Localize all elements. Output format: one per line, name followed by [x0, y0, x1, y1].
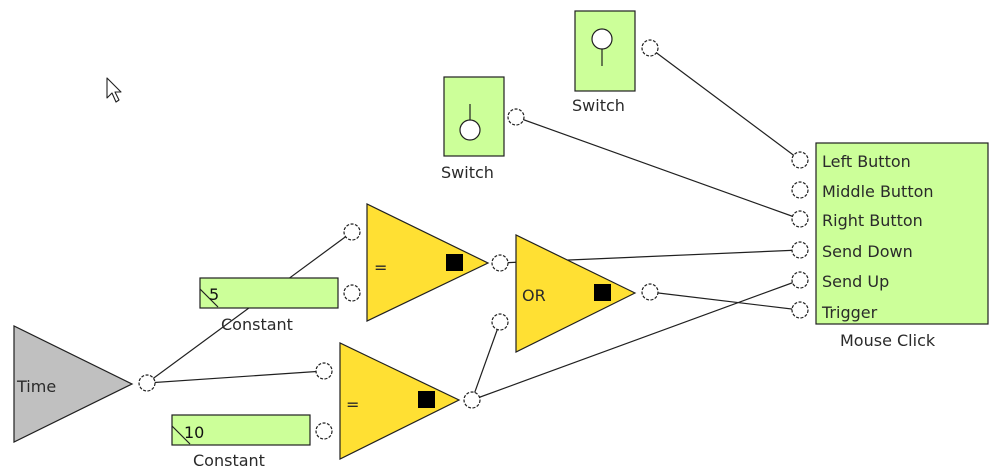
or-gate[interactable]: OR [491, 234, 659, 353]
port-label-send-down: Send Down [822, 242, 913, 261]
switch-left-output-port[interactable] [507, 108, 525, 126]
equal-bottom-input-a-port[interactable] [315, 362, 333, 380]
equal-top-input-b-port[interactable] [343, 284, 361, 302]
constant-5-value: 5 [209, 285, 219, 304]
time-label: Time [16, 377, 56, 396]
port-left-button[interactable] [791, 151, 809, 169]
or-gate-indicator [594, 284, 611, 301]
port-trigger[interactable] [791, 301, 809, 319]
time-output-port[interactable] [138, 374, 156, 392]
port-label-trigger: Trigger [821, 303, 878, 322]
time-block[interactable]: Time [13, 325, 156, 443]
port-send-up[interactable] [791, 271, 809, 289]
switch-top-label: Switch [572, 96, 625, 115]
mouse-pointer-icon [106, 77, 122, 103]
mouse-click-label: Mouse Click [840, 331, 936, 350]
wire-equal-bottom-to-or [471, 321, 501, 401]
port-label-left-button: Left Button [822, 152, 911, 171]
switch-top-output-port[interactable] [641, 39, 659, 57]
constant-5-label: Constant [221, 315, 293, 334]
switch-up-icon [591, 28, 613, 50]
constant-corner-mark [199, 288, 219, 308]
port-label-right-button: Right Button [822, 211, 923, 230]
wire-switch-left-to-right-button [515, 116, 801, 220]
equal-bottom-indicator [418, 391, 435, 408]
port-right-button[interactable] [791, 210, 809, 228]
or-input-a-port[interactable] [491, 313, 509, 331]
constant-10-block[interactable]: 10 Constant [171, 414, 311, 470]
equal-bottom-gate[interactable]: = [315, 342, 481, 460]
mouse-click-block[interactable]: Left Button Middle Button Right Button S… [791, 142, 989, 350]
port-label-middle-button: Middle Button [822, 182, 934, 201]
port-middle-button[interactable] [791, 181, 809, 199]
wire-equal-bottom-to-send-up [471, 279, 801, 401]
port-label-send-up: Send Up [822, 272, 889, 291]
wire-time-to-equal-bottom [146, 370, 325, 384]
constant-corner-mark [171, 425, 191, 445]
equal-top-input-a-port[interactable] [343, 223, 361, 241]
equal-bottom-output-port[interactable] [463, 391, 481, 409]
equal-top-symbol: = [374, 258, 387, 277]
equal-bottom-input-b-port[interactable] [315, 422, 333, 440]
port-send-down[interactable] [791, 241, 809, 259]
constant-10-label: Constant [193, 451, 265, 470]
switch-left-block[interactable]: Switch [441, 76, 525, 182]
switch-top-block[interactable]: Switch [572, 10, 659, 115]
constant-5-block[interactable]: 5 Constant [199, 277, 339, 334]
wire-or-to-trigger [649, 291, 801, 311]
switch-left-label: Switch [441, 163, 494, 182]
equal-top-gate[interactable]: = [343, 203, 509, 322]
equal-top-output-port[interactable] [491, 254, 509, 272]
switch-down-icon [459, 119, 481, 141]
equal-top-indicator [446, 254, 463, 271]
constant-10-value: 10 [184, 423, 204, 442]
wire-switch-top-to-left-button [649, 47, 801, 161]
equal-bottom-symbol: = [346, 395, 359, 414]
or-gate-symbol: OR [522, 286, 546, 305]
or-output-port[interactable] [641, 283, 659, 301]
